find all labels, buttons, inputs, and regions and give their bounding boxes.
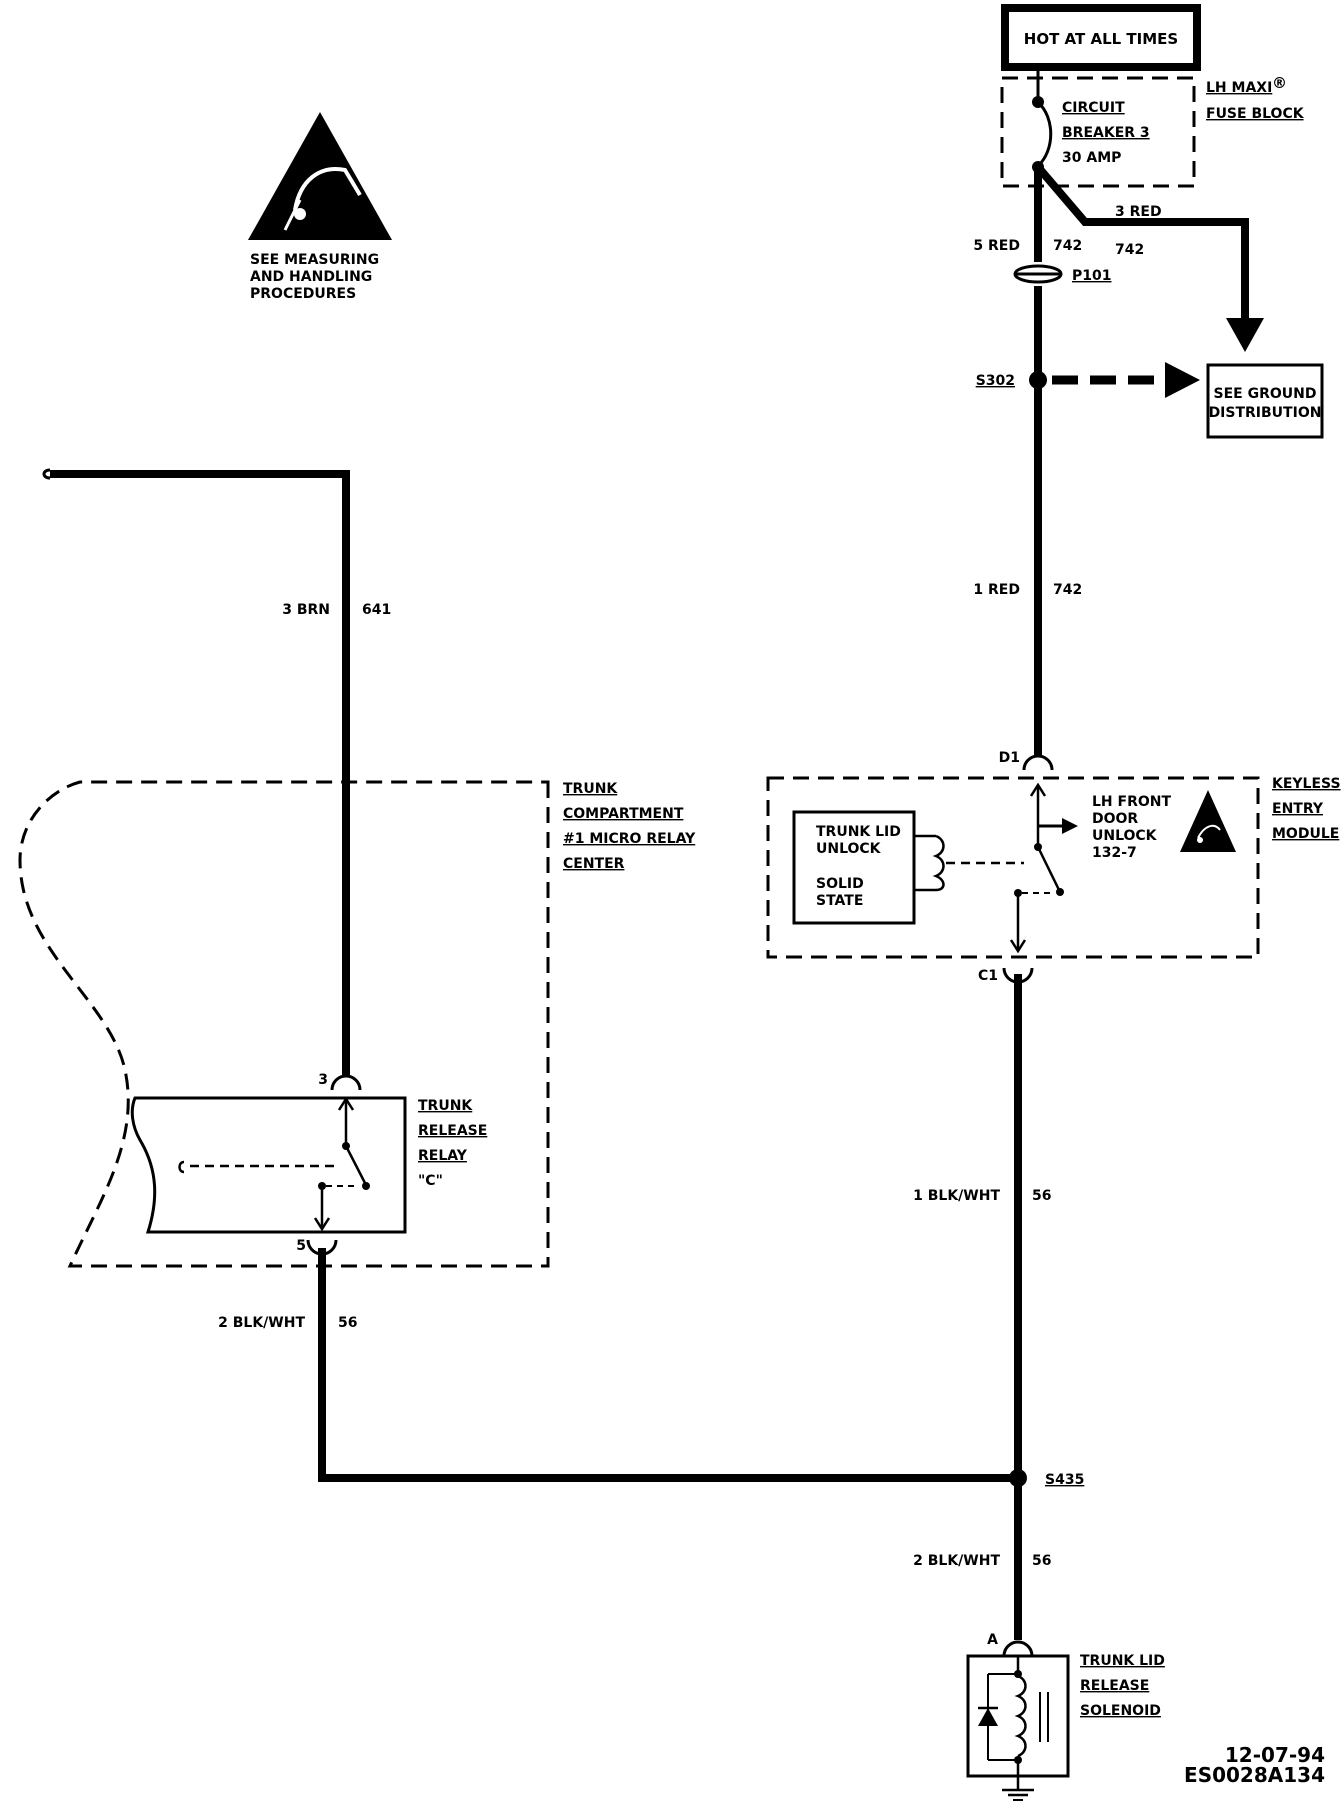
keyless-label-1: KEYLESS	[1272, 776, 1341, 792]
relay-center-outline	[18, 780, 550, 1268]
keyless-label-3: MODULE	[1272, 826, 1339, 842]
wire-blkwht-2-left	[318, 1248, 1018, 1482]
relay-label-3: RELAY	[418, 1148, 468, 1164]
relay-center-label-2: COMPARTMENT	[563, 806, 684, 822]
wire-blkwht-2-left-label: 2 BLK/WHT	[218, 1315, 305, 1331]
solenoid-label-3: SOLENOID	[1080, 1703, 1161, 1719]
ss-label-2: UNLOCK	[816, 841, 882, 857]
connector-d1-label: D1	[999, 750, 1020, 766]
ground-icon	[1002, 1788, 1034, 1801]
keyless-relay-coil	[914, 834, 945, 892]
fuse-block-label-1: LH MAXI	[1206, 80, 1272, 96]
trunk-release-relay-box	[130, 1096, 407, 1234]
relay-center-label-3: #1 MICRO RELAY	[563, 831, 696, 847]
wire-continuation-mark	[42, 468, 51, 480]
wire-red-1-circuit: 742	[1053, 582, 1082, 598]
diode-icon	[978, 1708, 998, 1726]
esd-note-2: AND HANDLING	[250, 269, 372, 285]
wire-brn-3	[50, 470, 350, 1077]
keyless-output-arrow	[1062, 818, 1078, 834]
wire-blkwht-1-circuit: 56	[1032, 1188, 1051, 1204]
wire-red-3-branch	[1034, 164, 1249, 322]
esd-note-1: SEE MEASURING	[250, 252, 379, 268]
arrow-to-ground-dist-2	[1165, 362, 1200, 398]
solenoid-connector-a	[1002, 1640, 1034, 1657]
esd-warning-icon	[1180, 790, 1236, 852]
arrow-to-ground-dist	[1226, 318, 1264, 352]
relay-label-1: TRUNK	[418, 1098, 473, 1114]
ss-label-4: STATE	[816, 893, 863, 909]
wire-blkwht2-bottom-circuit: 56	[1032, 1553, 1051, 1569]
relay-pin3-label: 3	[318, 1072, 328, 1088]
wire-blkwht-2-left-circuit: 56	[338, 1315, 357, 1331]
wire-red-5-label: 5 RED	[973, 238, 1020, 254]
wire-blkwht-2-bottom-label: 2 BLK/WHT	[913, 1553, 1000, 1569]
esd-handling-icon	[248, 112, 392, 240]
splice-s435-label: S435	[1045, 1472, 1084, 1488]
keyless-entry-module-outline	[766, 776, 1260, 959]
trunk-lid-unlock-solid-state-box	[792, 810, 916, 925]
ss-label-1: TRUNK LID	[816, 824, 901, 840]
keyless-switch-blade	[1036, 846, 1062, 893]
breaker-label-2: BREAKER 3	[1062, 125, 1150, 141]
keyless-label-2: ENTRY	[1272, 801, 1324, 817]
ground-dist-label-2: DISTRIBUTION	[1209, 405, 1322, 421]
wire-blkwht-1-label: 1 BLK/WHT	[913, 1188, 1000, 1204]
wire-red-3-circuit: 742	[1115, 242, 1144, 258]
solenoid-coil	[1014, 1674, 1027, 1758]
esd-note-3: PROCEDURES	[250, 286, 356, 302]
breaker-label-1: CIRCUIT	[1062, 100, 1125, 116]
connector-d1	[1022, 754, 1054, 771]
wire-red-3-label: 3 RED	[1115, 204, 1162, 220]
relay-connector-pin3	[330, 1074, 362, 1091]
ground-distribution-box	[1206, 363, 1324, 439]
hot-at-all-times-box	[1001, 4, 1201, 71]
output-label-3: UNLOCK	[1092, 828, 1158, 844]
splice-s302-label: S302	[976, 373, 1015, 389]
solenoid-pin-a-label: A	[987, 1632, 998, 1648]
fuse-block-label-2: FUSE BLOCK	[1206, 106, 1305, 122]
circuit-breaker-symbol	[1036, 100, 1053, 168]
connector-c1-label: C1	[978, 968, 998, 984]
connector-p101-label: P101	[1072, 268, 1111, 284]
output-label-1: LH FRONT	[1092, 794, 1171, 810]
breaker-label-3: 30 AMP	[1062, 150, 1121, 166]
wire-brn-3-circuit: 641	[362, 602, 391, 618]
output-label-2: DOOR	[1092, 811, 1138, 827]
relay-label-2: RELEASE	[418, 1123, 487, 1139]
wire-brn-3-label: 3 BRN	[282, 602, 330, 618]
relay-pin5-label: 5	[296, 1238, 306, 1254]
output-label-4: 132-7	[1092, 845, 1137, 861]
wire-red-5-circuit: 742	[1053, 238, 1082, 254]
diagram-code: ES0028A134	[1184, 1763, 1325, 1787]
registered-mark: ®	[1272, 74, 1287, 92]
diagram-date: 12-07-94	[1225, 1743, 1325, 1767]
ss-label-3: SOLID	[816, 876, 864, 892]
relay-switch-blade	[344, 1145, 368, 1186]
ground-dist-label-1: SEE GROUND	[1214, 386, 1317, 402]
hot-at-all-times-label: HOT AT ALL TIMES	[1024, 30, 1178, 48]
relay-center-label-1: TRUNK	[563, 781, 618, 797]
wire-red-1-label: 1 RED	[973, 582, 1020, 598]
relay-center-label-4: CENTER	[563, 856, 625, 872]
solenoid-label-2: RELEASE	[1080, 1678, 1149, 1694]
solenoid-label-1: TRUNK LID	[1080, 1653, 1165, 1669]
relay-label-4: "C"	[418, 1173, 443, 1189]
